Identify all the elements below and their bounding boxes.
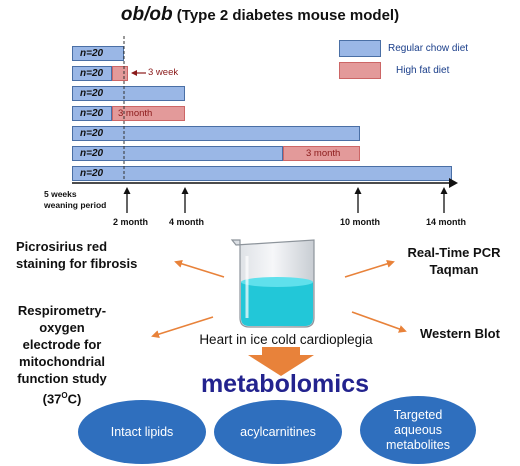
respirometry-label: Respirometry- oxygen electrode for mitoc… (10, 302, 114, 407)
timeline-arrowhead (449, 178, 458, 188)
hfd-bar-row6 (283, 146, 360, 161)
chow-bar-row3 (72, 86, 185, 101)
legend-hfd-label: High fat diet (396, 65, 450, 76)
arrow-to-picrosirius (174, 259, 225, 278)
tick-label-14-month: 14 month (426, 217, 467, 227)
down-arrow-to-metabolomics (248, 347, 314, 376)
chow-bar-row4 (72, 106, 112, 121)
legend-chow-label: Regular chow diet (388, 43, 469, 54)
n-label-row5: n=20 (80, 128, 104, 139)
title-sub: (Type 2 diabetes mouse model) (172, 7, 400, 24)
weaning-line-2: weaning period (44, 200, 107, 210)
three-week-arrowhead (131, 70, 137, 76)
weaning-period-label: 5 weeks weaning period (44, 189, 106, 211)
figure-title: ob/ob (Type 2 diabetes mouse model) (0, 4, 520, 26)
ellipse-targeted-aqueous: Targeted aqueous metabolites (360, 396, 476, 464)
tick-label-2-month: 2 month (113, 217, 148, 227)
chow-bar-row5 (72, 126, 360, 141)
heart-caption: Heart in ice cold cardioplegia (199, 332, 373, 347)
hfd-duration-row4: 3 month (118, 108, 153, 119)
three-week-annotation: 3 week (148, 67, 179, 78)
ellipse-acylcarnitines: acylcarnitines (214, 400, 342, 464)
arrow-to-western (351, 311, 407, 333)
chow-bar-row7 (72, 166, 452, 181)
hfd-bar-row4 (112, 106, 185, 121)
tick-label-10-month: 10 month (340, 217, 381, 227)
temperature-label: (37OC) (42, 391, 82, 407)
arrow-to-respirometry (151, 316, 214, 339)
n-label-row4: n=20 (80, 108, 104, 119)
chow-bar-row6 (72, 146, 283, 161)
legend-hfd-swatch (339, 62, 381, 79)
chow-bar-row2 (72, 66, 112, 81)
tick-label-4-month: 4 month (169, 217, 204, 227)
legend-chow-swatch (339, 40, 381, 57)
pcr-label: Real-Time PCR Taqman (407, 245, 501, 277)
arrow-to-pcr (344, 259, 395, 278)
n-label-row1: n=20 (80, 48, 104, 59)
metabolomics-heading: metabolomics (200, 370, 370, 398)
hfd-duration-row6: 3 month (306, 148, 341, 159)
picrosirius-label: Picrosirius red staining for fibrosis (16, 239, 138, 271)
n-label-row6: n=20 (80, 148, 104, 159)
ellipse-intact-lipids: Intact lipids (78, 400, 206, 464)
weaning-line-1: 5 weeks (44, 189, 77, 199)
western-blot-label: Western Blot (420, 326, 500, 341)
n-label-row7: n=20 (80, 168, 104, 179)
n-label-row2: n=20 (80, 68, 104, 79)
n-label-row3: n=20 (80, 88, 104, 99)
beaker-icon (230, 239, 315, 328)
title-main: ob/ob (120, 4, 173, 25)
